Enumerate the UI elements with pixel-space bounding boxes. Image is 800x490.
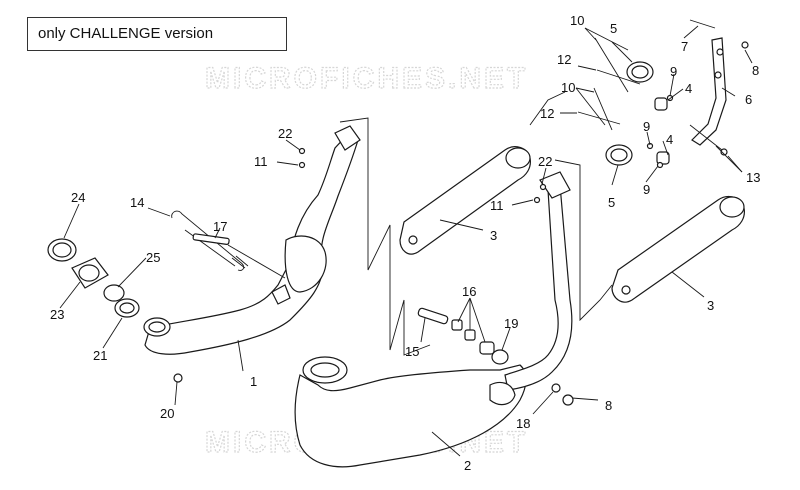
reference-line-top	[529, 91, 566, 126]
o-ring-25	[103, 284, 125, 302]
callout-11a: 11	[254, 154, 268, 169]
callout-5a: 5	[610, 21, 617, 36]
callout-3b: 3	[707, 298, 714, 313]
silencer-upper	[399, 146, 531, 255]
callout-16: 16	[462, 284, 476, 299]
bushings-16	[451, 319, 495, 355]
washer-22a	[298, 147, 306, 155]
callout-8a: 8	[752, 63, 759, 78]
washer-18	[551, 383, 561, 393]
nut-8-bottom	[562, 394, 574, 406]
callout-20: 20	[160, 406, 174, 421]
callout-7: 7	[681, 39, 688, 54]
version-note-box: only CHALLENGE version	[27, 17, 287, 51]
bushing-upper	[654, 97, 668, 111]
callout-18: 18	[516, 416, 530, 431]
gasket-24	[47, 238, 77, 262]
callout-11b: 11	[490, 198, 504, 213]
reference-zigzag-right	[554, 159, 613, 322]
clamp-lower	[605, 144, 633, 166]
nut-9-c	[656, 161, 664, 169]
callout-17: 17	[213, 219, 227, 234]
callout-9b: 9	[643, 119, 650, 134]
pin-17	[192, 233, 286, 279]
callout-12a: 12	[557, 52, 571, 67]
callout-4a: 4	[685, 81, 692, 96]
flange-23	[71, 257, 109, 289]
nut-11a	[298, 161, 306, 169]
callout-9a: 9	[670, 64, 677, 79]
callout-14: 14	[130, 195, 144, 210]
callout-10b: 10	[561, 80, 575, 95]
callout-6: 6	[745, 92, 752, 107]
callout-2: 2	[464, 458, 471, 473]
silencer-lower	[611, 195, 745, 303]
callout-25: 25	[146, 250, 160, 265]
bolt-15	[417, 307, 449, 325]
callout-8b: 8	[605, 398, 612, 413]
leader-lines	[59, 25, 753, 457]
washer-22b	[539, 183, 547, 191]
callout-1: 1	[250, 374, 257, 389]
bushing-lower	[656, 151, 670, 165]
reference-zigzag-left	[339, 117, 431, 356]
callout-labels: 1 2 3 3 4 4 5 5 6 7 8 8 9 9 9 10 10 11 1…	[50, 13, 760, 473]
callout-22a: 22	[278, 126, 292, 141]
callout-19: 19	[504, 316, 518, 331]
nut-8-top	[741, 41, 749, 49]
callout-5b: 5	[608, 195, 615, 210]
callout-3a: 3	[490, 228, 497, 243]
callout-12b: 12	[540, 106, 554, 121]
watermark-top: MICROFICHES.NET	[205, 62, 528, 95]
callout-13: 13	[746, 170, 760, 185]
callout-24: 24	[71, 190, 85, 205]
grommet-19	[491, 349, 509, 365]
callout-23: 23	[50, 307, 64, 322]
exhaust-pipe-front	[143, 125, 361, 355]
gasket-21	[114, 298, 140, 318]
callout-10a: 10	[570, 13, 584, 28]
nut-20	[173, 373, 183, 383]
callout-9c: 9	[643, 182, 650, 197]
clamp-upper	[626, 61, 654, 83]
callout-22b: 22	[538, 154, 552, 169]
exhaust-pipe-rear	[294, 171, 573, 468]
version-note-text: only CHALLENGE version	[38, 25, 214, 42]
nut-11b	[533, 196, 541, 204]
screws-upper	[577, 19, 723, 151]
callout-15: 15	[405, 344, 419, 359]
callout-21: 21	[93, 348, 107, 363]
silencer-bracket	[691, 37, 727, 146]
nut-13	[720, 148, 728, 156]
callout-4b: 4	[666, 132, 673, 147]
